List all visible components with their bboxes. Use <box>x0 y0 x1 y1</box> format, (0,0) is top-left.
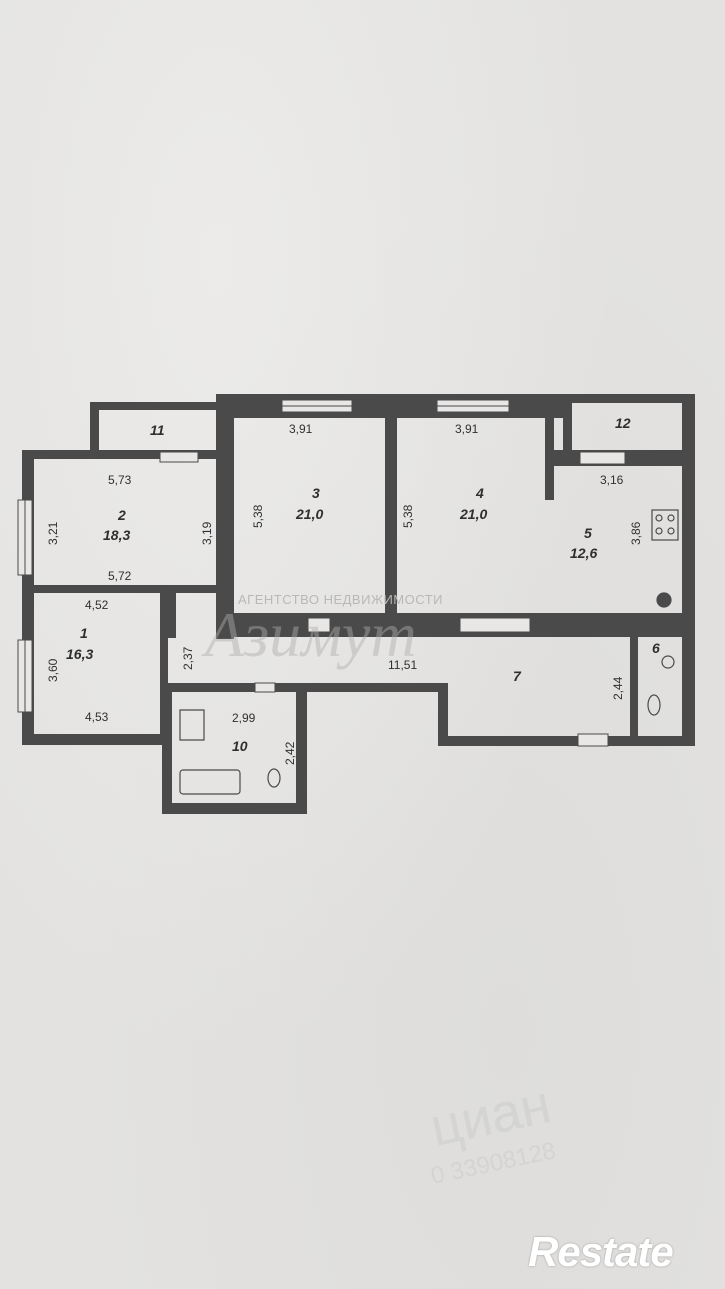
toilet-icon <box>267 768 281 788</box>
room-12-number: 12 <box>615 415 631 431</box>
dim-room4-left: 5,38 <box>401 504 415 528</box>
room-3-area: 21,0 <box>295 506 323 522</box>
room-2-number: 2 <box>117 507 126 523</box>
stove-icon <box>651 509 679 541</box>
dim-room5-right: 3,86 <box>629 521 643 545</box>
room-2-area: 18,3 <box>103 527 130 543</box>
room-3-number: 3 <box>312 485 320 501</box>
room-11-number: 11 <box>150 422 165 438</box>
room-4-area: 21,0 <box>459 506 487 522</box>
agency-watermark: АГЕНТСТВО НЕДВИЖИМОСТИ <box>238 592 443 607</box>
brand-watermark: Азимут <box>205 599 417 670</box>
dim-room10-right: 2,42 <box>283 741 297 765</box>
dim-room10-top: 2,99 <box>232 711 256 725</box>
room-4-number: 4 <box>475 485 484 501</box>
dim-room2-left: 3,21 <box>46 521 60 545</box>
dim-room5-top: 3,16 <box>600 473 624 487</box>
dim-corridor-height: 2,37 <box>181 646 195 670</box>
room-1-area: 16,3 <box>66 646 93 662</box>
fixtures <box>179 509 679 795</box>
room-labels: 11 12 2 18,3 3 21,0 4 21,0 5 12,6 1 16,3… <box>66 415 660 754</box>
room-5-area: 12,6 <box>570 545 597 561</box>
dim-room2-top: 5,73 <box>108 473 132 487</box>
dim-corridor-length: 11,51 <box>388 658 417 672</box>
dim-room1-top: 4,52 <box>85 598 109 612</box>
sink-icon <box>656 592 672 608</box>
room-10-number: 10 <box>232 738 248 754</box>
windows <box>17 399 626 747</box>
dim-room4-top: 3,91 <box>455 422 479 436</box>
shower-icon <box>179 709 205 741</box>
dim-room2-bottom: 5,72 <box>108 569 132 583</box>
room-6-number: 6 <box>652 640 660 656</box>
room-5-number: 5 <box>584 525 592 541</box>
dim-room1-left: 3,60 <box>46 658 60 682</box>
room-7-number: 7 <box>513 668 522 684</box>
toilet-6-icon <box>647 694 661 716</box>
dim-room3-top: 3,91 <box>289 422 313 436</box>
bathtub-icon <box>179 769 241 795</box>
dim-room7-height: 2,44 <box>611 676 625 700</box>
dimension-labels: 3,91 3,91 5,38 5,38 5,73 5,72 3,21 3,19 … <box>46 422 643 765</box>
restate-logo: Restate <box>528 1228 674 1275</box>
dim-room3-left: 5,38 <box>251 504 265 528</box>
room-1-number: 1 <box>80 625 88 641</box>
dim-room2-right: 3,19 <box>200 521 214 545</box>
sink-6-icon <box>661 655 675 669</box>
dim-room1-bottom: 4,53 <box>85 710 109 724</box>
walls <box>22 394 695 814</box>
